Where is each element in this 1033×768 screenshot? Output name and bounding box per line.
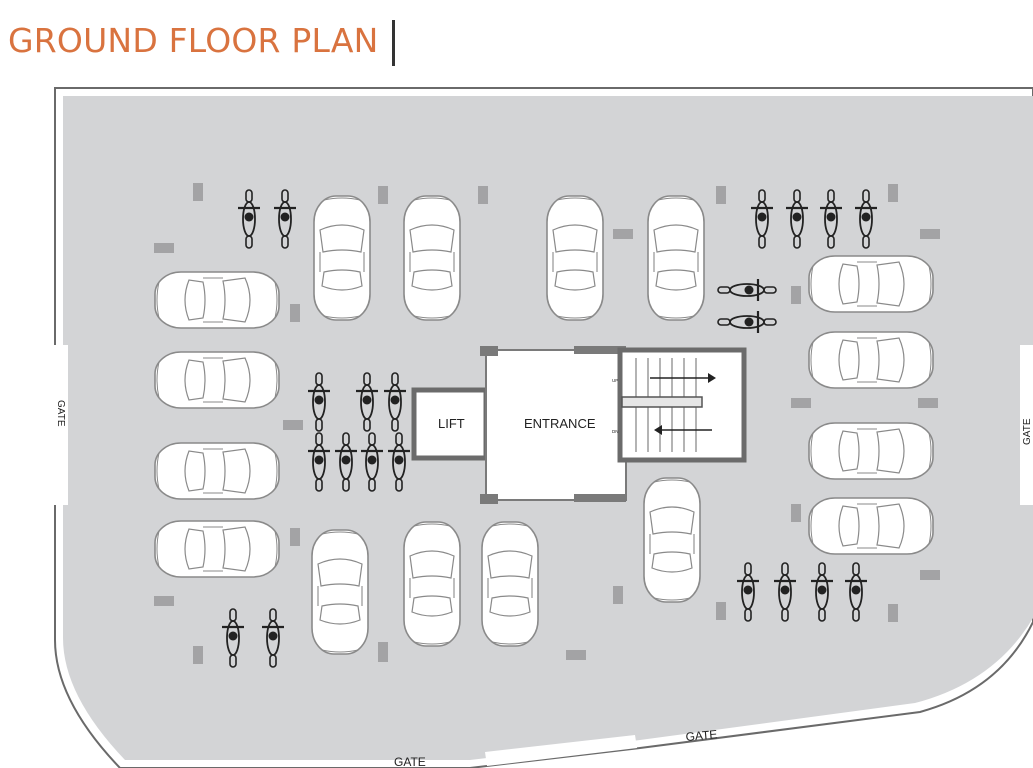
pillar-block-icon [290, 528, 300, 546]
car-top-view-icon [546, 195, 604, 321]
title-block: GROUND FLOOR PLAN [8, 14, 396, 66]
pillar-block-icon [478, 186, 488, 204]
pillar-block-icon [791, 398, 811, 408]
pillar-block-icon [378, 186, 388, 204]
gate-left-opening [50, 345, 68, 505]
car-top-view-icon [809, 423, 933, 479]
gate-right-label: GATE [1022, 418, 1033, 445]
car-top-view-icon [481, 521, 539, 647]
gate-bottom-center-opening [485, 735, 637, 766]
pillar-block-icon [716, 186, 726, 204]
pillar-block-icon [154, 243, 174, 253]
pillar-block-icon [283, 420, 303, 430]
gate-bottom-center-label: GATE [685, 727, 718, 744]
gate-left-label: GATE [55, 400, 66, 427]
pillar-block-icon [888, 184, 898, 202]
pillar-block-icon [791, 286, 801, 304]
car-top-view-icon [403, 195, 461, 321]
lift-label: LIFT [438, 416, 465, 431]
building-core [411, 346, 747, 504]
pillars [154, 183, 940, 664]
pillar-block-icon [613, 586, 623, 604]
car-top-view-icon [311, 529, 369, 655]
car-top-view-icon [809, 332, 933, 388]
pillar-block-icon [918, 398, 938, 408]
car-top-view-icon [155, 272, 279, 328]
stair-up-label: UP [612, 378, 618, 383]
pillar-block-icon [920, 570, 940, 580]
pillar-block-icon [290, 304, 300, 322]
car-top-view-icon [643, 477, 701, 603]
car-top-view-icon [155, 521, 279, 577]
gate-bottom-left-label: GATE [394, 755, 426, 768]
pillar-block-icon [613, 229, 633, 239]
gate-right-opening [1020, 345, 1033, 505]
pillar-block-icon [920, 229, 940, 239]
page-title: GROUND FLOOR PLAN [8, 20, 379, 60]
entrance-label: ENTRANCE [524, 416, 596, 431]
pillar-block-icon [154, 596, 174, 606]
pillar-block-icon [378, 642, 388, 662]
pillar-block-icon [193, 183, 203, 201]
pillar-block-icon [193, 646, 203, 664]
car-top-view-icon [403, 521, 461, 647]
car-top-view-icon [313, 195, 371, 321]
stair-down-label: DN [612, 429, 619, 434]
pillar-block-icon [716, 602, 726, 620]
car-top-view-icon [809, 498, 933, 554]
pillar-block-icon [888, 604, 898, 622]
pillar-block-icon [791, 504, 801, 522]
pillar-block-icon [566, 650, 586, 660]
car-top-view-icon [155, 352, 279, 408]
car-top-view-icon [809, 256, 933, 312]
plot-outline [54, 87, 1033, 768]
car-top-view-icon [155, 443, 279, 499]
title-divider [392, 20, 396, 66]
car-top-view-icon [647, 195, 705, 321]
